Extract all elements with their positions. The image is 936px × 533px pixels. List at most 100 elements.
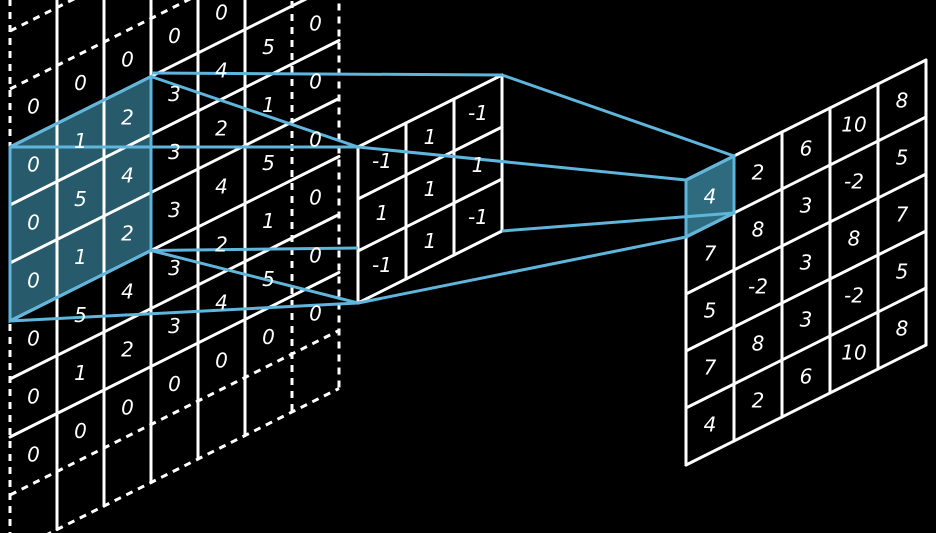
projection-line <box>150 246 359 252</box>
input-cell-value: 4 <box>215 290 228 314</box>
projection-line <box>501 73 735 158</box>
input-cell-value: 0 <box>262 325 275 349</box>
output-row-line <box>684 343 928 467</box>
kernel-row-line <box>356 125 504 201</box>
output-cell-value: 7 <box>896 203 909 227</box>
output-cell-value: 8 <box>848 227 861 251</box>
output-cell-value: 8 <box>752 218 765 242</box>
input-cell-value: 1 <box>262 93 275 117</box>
input-cell-value: 2 <box>121 337 134 361</box>
input-grid-row-line <box>8 97 341 265</box>
input-cell-value: 0 <box>309 127 322 151</box>
input-grid-row-line <box>8 39 341 207</box>
input-cell-value: 0 <box>27 94 40 118</box>
kernel-row-line <box>356 73 504 149</box>
input-cell-value: 0 <box>121 395 134 419</box>
input-cell-value: 2 <box>121 221 134 245</box>
input-cell-value: 5 <box>74 303 87 327</box>
projection-line <box>150 249 359 305</box>
input-cell-value: 4 <box>121 279 134 303</box>
output-row-line <box>684 229 928 353</box>
projection-line <box>9 301 359 323</box>
projection-line <box>357 235 687 305</box>
output-cell-value: 10 <box>841 341 866 365</box>
input-cell-value: 0 <box>168 372 181 396</box>
input-cell-value: 2 <box>121 105 134 129</box>
input-cell-value: 0 <box>121 47 134 71</box>
input-cell-value: 0 <box>309 11 322 35</box>
input-grid-row-line <box>46 387 340 533</box>
output-cell-value: 8 <box>752 332 765 356</box>
projection-line <box>357 145 687 182</box>
kernel-cell-value: 1 <box>424 177 437 201</box>
output-cell-value: 6 <box>800 365 813 389</box>
input-cell-value: 0 <box>309 301 322 325</box>
output-cell-value: 5 <box>704 299 717 323</box>
output-row-line <box>684 172 928 296</box>
input-cell-value: 5 <box>262 151 275 175</box>
output-row-line <box>684 286 928 410</box>
output-cell-value: 6 <box>800 137 813 161</box>
input-cell-value: 3 <box>168 198 181 222</box>
receptive-field-highlight <box>10 76 151 321</box>
kernel-cell-value: -1 <box>372 149 392 173</box>
cell-values: 0000000012345005432100123450054321001234… <box>27 0 909 466</box>
input-cell-value: 0 <box>27 268 40 292</box>
input-cell-value: 3 <box>168 314 181 338</box>
output-cell-value: 10 <box>841 113 866 137</box>
input-cell-value: 0 <box>168 24 181 48</box>
input-cell-value: 4 <box>215 174 228 198</box>
kernel-row-line <box>356 177 504 253</box>
output-cell-value: 4 <box>704 413 717 437</box>
input-cell-value: 0 <box>27 384 40 408</box>
input-cell-value: 3 <box>168 82 181 106</box>
input-cell-value: 1 <box>74 129 87 153</box>
output-cell-value: 3 <box>800 194 813 218</box>
output-feature-map <box>684 58 928 467</box>
input-cell-value: 3 <box>168 256 181 280</box>
kernel-cell-value: -1 <box>372 253 392 277</box>
input-cell-value: 5 <box>74 187 87 211</box>
kernel-cell-value: 1 <box>424 125 437 149</box>
output-cell-value: 8 <box>896 89 909 113</box>
receptive-field-fill <box>10 76 151 321</box>
input-grid-row-line <box>9 0 192 91</box>
input-cell-value: 0 <box>309 69 322 93</box>
input-cell-value: 5 <box>262 267 275 291</box>
input-grid-row-line <box>8 213 341 381</box>
input-grid-row-line <box>8 271 341 439</box>
input-cell-value: 0 <box>74 419 87 443</box>
output-cell-value: 3 <box>800 251 813 275</box>
output-cell-value: 5 <box>896 260 909 284</box>
input-cell-value: 2 <box>215 116 228 140</box>
input-cell-value: 0 <box>27 442 40 466</box>
kernel-cell-value: 1 <box>424 229 437 253</box>
kernel-cell-value: -1 <box>468 205 488 229</box>
kernel-grid <box>356 73 504 305</box>
output-cell-value: -2 <box>844 170 864 194</box>
output-cell-value: 7 <box>704 242 717 266</box>
input-cell-value: 0 <box>262 0 275 1</box>
kernel-cell-value: 1 <box>472 153 485 177</box>
input-cell-value: 4 <box>215 58 228 82</box>
input-cell-value: 5 <box>262 35 275 59</box>
input-cell-value: 0 <box>309 243 322 267</box>
input-cell-value: 0 <box>74 71 87 95</box>
output-cell-value: 8 <box>896 317 909 341</box>
input-cell-value: 1 <box>262 209 275 233</box>
input-cell-value: 4 <box>121 163 134 187</box>
projection-line <box>151 71 503 77</box>
output-cell-value: -2 <box>748 275 768 299</box>
input-cell-value: 0 <box>27 152 40 176</box>
output-cell-value: 2 <box>752 161 765 185</box>
output-cell-value: 5 <box>896 146 909 170</box>
output-cell-value: 7 <box>704 356 717 380</box>
kernel-cell-value: -1 <box>468 101 488 125</box>
input-cell-value: 1 <box>74 361 87 385</box>
kernel-cell-value: 1 <box>376 201 389 225</box>
projection-line <box>150 75 359 149</box>
projection-lines <box>8 71 736 324</box>
input-cell-value: 2 <box>215 232 228 256</box>
input-cell-value: 0 <box>215 0 228 24</box>
